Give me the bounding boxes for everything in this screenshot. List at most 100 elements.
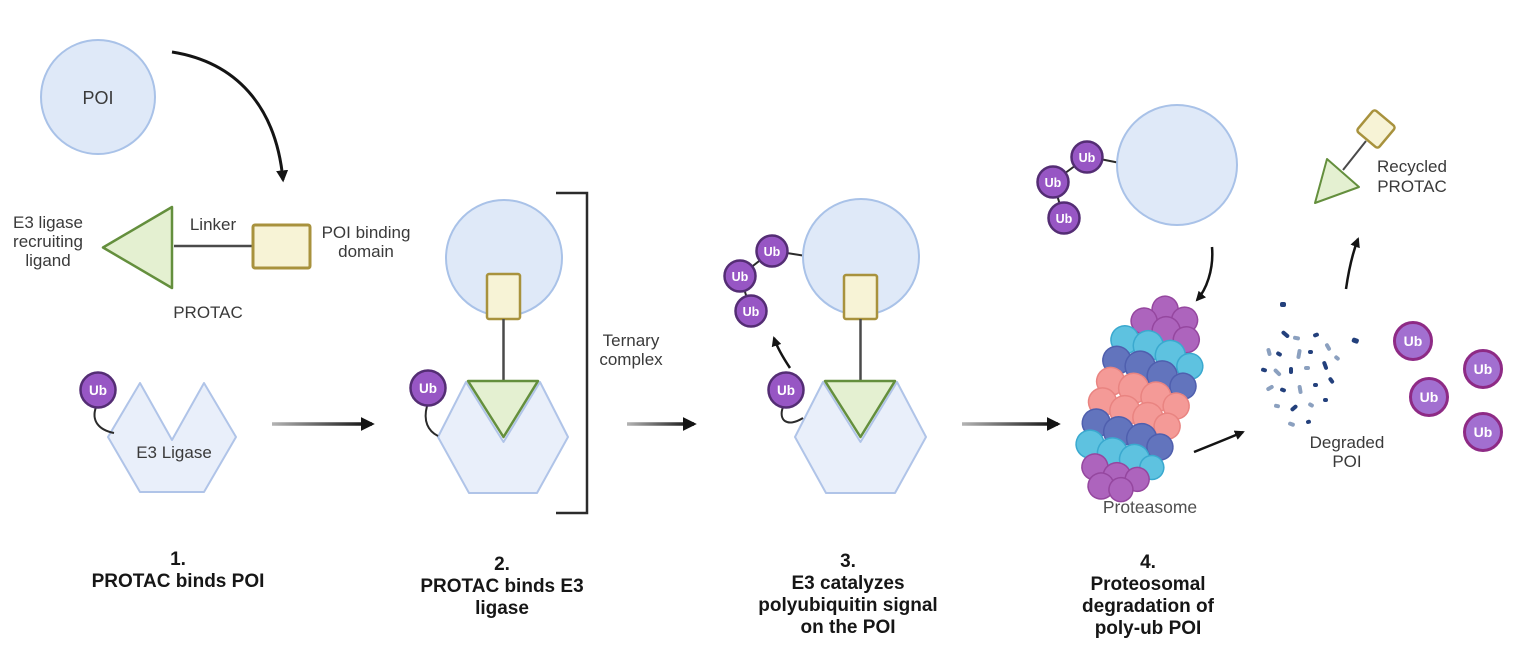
free-ubiquitin-circle [1409, 377, 1449, 417]
step-2-caption: PROTAC binds E3 [420, 576, 583, 597]
e3-ligase-label: E3 Ligase [136, 443, 212, 462]
degraded-poi-fragment [1281, 330, 1290, 338]
ubiquitin-label: Ub [777, 383, 795, 398]
e3-recruiting-ligand-triangle [823, 379, 897, 439]
ubiquitin-label: Ub [1056, 212, 1073, 226]
poi-to-protac-arrow [171, 50, 289, 183]
ubiquitin-label: Ub [1474, 424, 1493, 440]
step-3-caption: on the POI [801, 617, 896, 638]
degraded-poi-fragment [1293, 335, 1300, 341]
degraded-poi-fragment [1325, 343, 1331, 351]
poi-label: POI [82, 88, 113, 108]
poi-circle [1116, 104, 1238, 226]
ubiquitin-circle [755, 234, 789, 268]
recycled-protac-arrow [1344, 237, 1360, 290]
recycled-binding-domain-square [1356, 109, 1396, 149]
degraded-poi-label: POI [1332, 452, 1361, 471]
degraded-poi-fragment [1313, 332, 1319, 338]
free-ubiquitin-circle [1463, 412, 1503, 452]
poi-circle [40, 39, 156, 155]
degraded-poi-fragment [1351, 337, 1359, 344]
recycled-protac-label: Recycled [1377, 157, 1447, 176]
degraded-poi-fragment [1306, 419, 1311, 424]
step-4-number: 4. [1140, 552, 1156, 573]
poi-binding-domain-label: domain [338, 242, 394, 261]
recycled-protac-label: PROTAC [1377, 177, 1447, 196]
ubiquitin-circle [1070, 140, 1104, 174]
ubiquitin-circle [767, 371, 805, 409]
protac-label: PROTAC [173, 303, 243, 322]
step-2-number: 2. [494, 554, 510, 575]
degraded-poi-fragment [1274, 403, 1280, 409]
ubiquitin-label: Ub [1474, 361, 1493, 377]
step-3-caption: polyubiquitin signal [758, 595, 937, 616]
e3-ligase-hexagon [107, 382, 237, 493]
ubiquitin-circle [723, 259, 757, 293]
linker-label: Linker [190, 215, 237, 234]
degraded-poi-fragment [1296, 349, 1302, 359]
ternary-complex-label: Ternary [603, 331, 660, 350]
step-3-polyubiquitination: Ub Ub Ub Ub 3. E3 catalyzes polyubiquiti… [723, 198, 938, 638]
degraded-poi-fragment [1290, 404, 1298, 412]
step-4-caption: poly-ub POI [1095, 618, 1202, 639]
poi-binding-domain-label: POI binding [322, 223, 411, 242]
degraded-poi-fragments [1261, 302, 1359, 427]
proteasome-subunit [1108, 476, 1134, 503]
ub-tether [424, 405, 439, 437]
poi-binding-domain-square [251, 223, 312, 270]
step-1-number: 1. [170, 549, 186, 570]
degraded-poi-fragment [1313, 383, 1318, 387]
free-ubiquitin-circle [1463, 349, 1503, 389]
e3-recruiting-ligand-label: E3 ligase [13, 213, 83, 232]
proteasome-label: Proteasome [1103, 497, 1197, 517]
ubiquitin-label: Ub [743, 305, 760, 319]
ubiquitin-label: Ub [1079, 151, 1096, 165]
degraded-poi-fragment [1289, 367, 1293, 374]
degraded-poi-fragment [1323, 398, 1328, 402]
degraded-poi-fragment [1266, 385, 1274, 391]
step-3-number: 3. [840, 551, 856, 572]
ub-tether [93, 406, 115, 434]
e3-recruiting-ligand-triangle [466, 379, 540, 439]
step-1-protac-binds-poi: POI E3 ligase recruiting ligand Linker P… [13, 39, 411, 592]
ubiquitin-label: Ub [1420, 389, 1439, 405]
e3-recruiting-ligand-triangle [101, 205, 174, 290]
free-ubiquitin-circle [1393, 321, 1433, 361]
ubiquitin-circle [1036, 165, 1070, 199]
degraded-poi-fragment [1288, 421, 1295, 427]
degraded-poi-label: Degraded [1310, 433, 1385, 452]
degraded-poi-fragment [1322, 361, 1329, 370]
ubiquitin-label: Ub [419, 381, 437, 396]
ubiquitin-label: Ub [764, 245, 781, 259]
degraded-poi-fragment [1304, 366, 1310, 370]
step-2-protac-binds-e3: Ub Ternary complex 2. PROTAC binds E3 li… [409, 191, 663, 619]
ubiquitin-circle [734, 294, 768, 328]
ubiquitin-circle [79, 371, 117, 409]
step-1-caption: PROTAC binds POI [92, 571, 265, 592]
e3-ligase-hexagon [794, 381, 927, 494]
step-4-proteasomal-degradation: Ub Ub Ub [1036, 104, 1503, 639]
degraded-poi-fragment [1280, 387, 1286, 393]
degraded-poi-fragment [1297, 385, 1303, 394]
ub-transfer-arrow [771, 336, 792, 369]
recycled-ligand-triangle [1314, 158, 1360, 204]
degraded-poi-fragment [1266, 348, 1272, 356]
ubiquitin-label: Ub [1404, 333, 1423, 349]
degraded-poi-fragment [1280, 302, 1286, 307]
poi-to-proteasome-arrow [1195, 246, 1214, 302]
degraded-poi-fragment [1334, 355, 1340, 361]
proteasome-to-degraded-arrow [1193, 430, 1245, 454]
degraded-poi-fragment [1276, 351, 1282, 357]
step-4-caption: Proteosomal [1090, 574, 1205, 595]
degraded-poi-fragment [1308, 402, 1314, 408]
e3-ligase-hexagon [437, 381, 569, 494]
ternary-complex-bracket [556, 191, 589, 515]
ubiquitin-circle [1047, 201, 1081, 235]
e3-recruiting-ligand-label: ligand [25, 251, 70, 270]
step-4-caption: degradation of [1082, 596, 1215, 617]
degraded-poi-fragment [1273, 368, 1282, 377]
ternary-complex-label: complex [599, 350, 663, 369]
ubiquitin-label: Ub [89, 383, 107, 398]
